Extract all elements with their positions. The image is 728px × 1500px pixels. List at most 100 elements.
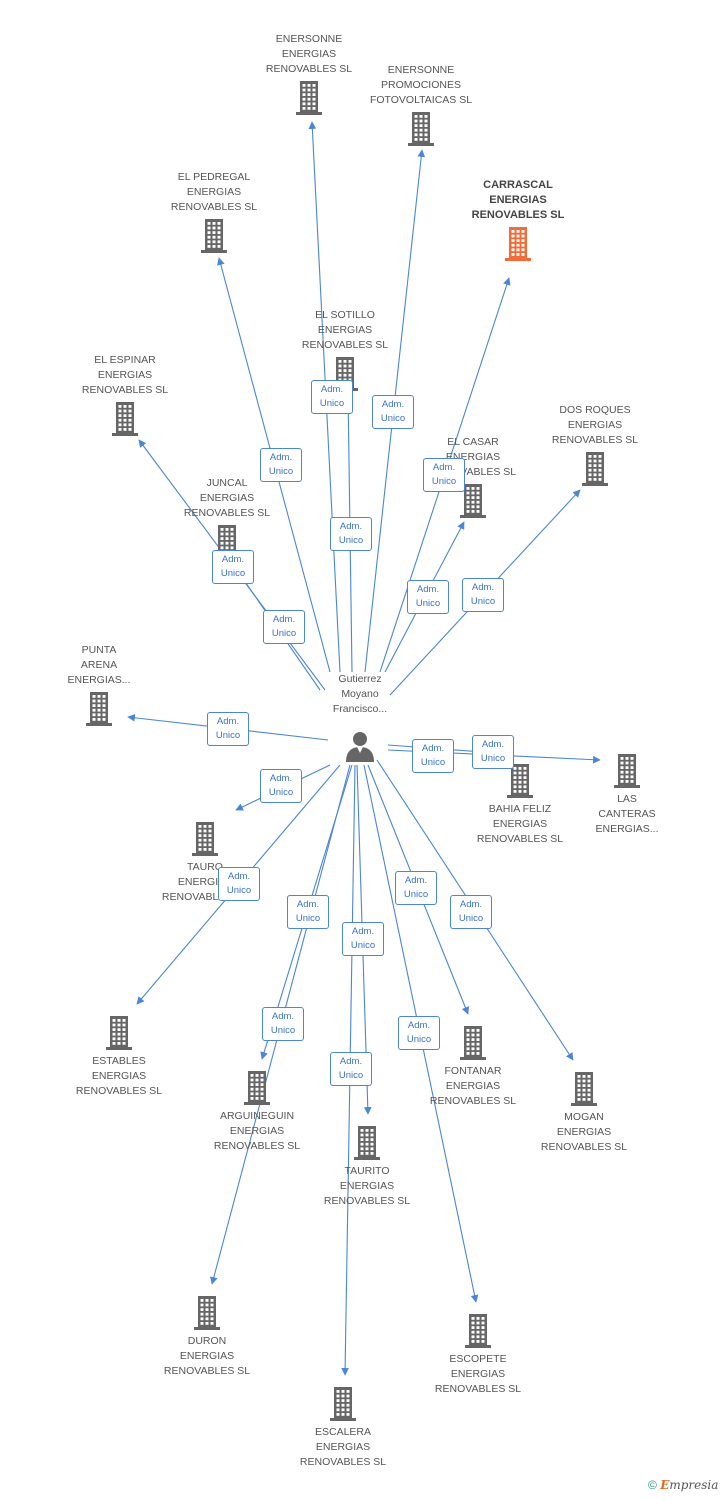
building-icon <box>460 484 486 518</box>
building-icon <box>192 822 218 856</box>
building-icon <box>582 452 608 486</box>
company-name-line: RENOVABLES SL <box>551 434 639 446</box>
building-icon <box>330 1387 356 1421</box>
relation-badge[interactable]: Adm.Unico <box>472 735 514 769</box>
relation-badge[interactable]: Adm.Unico <box>207 712 249 746</box>
relation-badge-text: Unico <box>458 913 484 924</box>
relation-badge[interactable]: Adm.Unico <box>287 895 329 929</box>
company-name-line: CARRASCAL <box>483 179 553 191</box>
relation-badge-text: Adm. <box>471 582 495 593</box>
relation-badge[interactable]: Adm.Unico <box>407 580 449 614</box>
building-icon <box>465 1314 491 1348</box>
relation-badge[interactable]: Adm.Unico <box>395 871 437 905</box>
building-icon <box>354 1126 380 1160</box>
company-name-line: RENOVABLES SL <box>75 1085 163 1097</box>
relation-badge[interactable]: Adm.Unico <box>260 448 302 482</box>
relation-badge-text: Unico <box>268 787 294 798</box>
relation-badge[interactable]: Adm. Unico <box>330 1052 372 1086</box>
relation-badge-text: Adm. <box>296 899 320 910</box>
company-name-line: RENOVABLES SL <box>265 63 353 75</box>
relation-badge[interactable]: Adm.Unico <box>372 395 414 429</box>
relation-badge[interactable]: Adm.Unico <box>311 380 353 414</box>
relation-badge-text: Adm. <box>221 554 245 565</box>
brand-footer[interactable]: © Empresia <box>648 1478 718 1492</box>
company-name-line: ENERGIAS <box>97 369 153 381</box>
company-name-line: ESCALERA <box>314 1426 372 1438</box>
relation-badge-text: Adm. <box>339 1056 363 1067</box>
company-name-line: ENERGIAS <box>315 1441 371 1453</box>
person-node[interactable]: Gutierrez Moyano Francisco... <box>315 672 405 763</box>
company-name-line: RENOVABLES SL <box>540 1141 628 1153</box>
building-icon <box>86 692 112 726</box>
relation-badge-text: Adm. <box>227 871 251 882</box>
relation-badge-text: Adm. <box>381 399 405 410</box>
relation-badge[interactable]: Adm.Unico <box>260 769 302 803</box>
relation-badge-text: Adm. <box>404 875 428 886</box>
company-name-line: JUNCAL <box>206 477 248 489</box>
company-name-line: FOTOVOLTAICAS SL <box>369 94 473 106</box>
relation-badge-text: Unico <box>319 398 345 409</box>
company-name-line: ENERGIAS <box>492 818 548 830</box>
building-icon <box>194 1296 220 1330</box>
relation-badge-text: Unico <box>220 568 246 579</box>
relation-badge[interactable]: Adm. Unico <box>412 739 454 773</box>
building-icon <box>571 1072 597 1106</box>
company-name-line: RENOVABLES SL <box>81 384 169 396</box>
relation-badge-text: Adm. <box>272 614 296 625</box>
relation-badge-text: Unico <box>420 757 446 768</box>
relation-badge[interactable]: Adm.Unico <box>218 867 260 901</box>
relation-badge-text: Adm. <box>421 743 445 754</box>
relation-badge[interactable]: Adm.Unico <box>263 610 305 644</box>
company-name-line: RENOVABLES SL <box>471 209 565 221</box>
company-name-line: RENOVABLES SL <box>163 1365 251 1377</box>
relation-badge[interactable]: Adm.Unico <box>330 517 372 551</box>
relation-badge[interactable]: Adm.Unico <box>398 1016 440 1050</box>
building-icon <box>112 402 138 436</box>
company-name-line: ENERGIAS <box>556 1126 612 1138</box>
relation-badge-text: Unico <box>350 940 376 951</box>
relation-badge[interactable]: Adm.Unico <box>262 1007 304 1041</box>
relation-badge[interactable]: Adm.Unico <box>450 895 492 929</box>
company-name-line: DOS ROQUES <box>559 404 631 416</box>
relation-badge-text: Unico <box>338 1070 364 1081</box>
company-name-line: LAS <box>617 793 637 805</box>
relation-badge[interactable]: Adm.Unico <box>342 922 384 956</box>
company-name-line: FONTANAR <box>444 1065 502 1077</box>
relation-badge[interactable]: Adm.Unico <box>462 578 504 612</box>
company-name-line: RENOVABLES SL <box>429 1095 517 1107</box>
company-name-line: ESTABLES <box>92 1055 146 1067</box>
relation-badge[interactable]: Adm.Unico <box>423 458 465 492</box>
relation-badge[interactable]: Adm. Unico <box>212 550 254 584</box>
